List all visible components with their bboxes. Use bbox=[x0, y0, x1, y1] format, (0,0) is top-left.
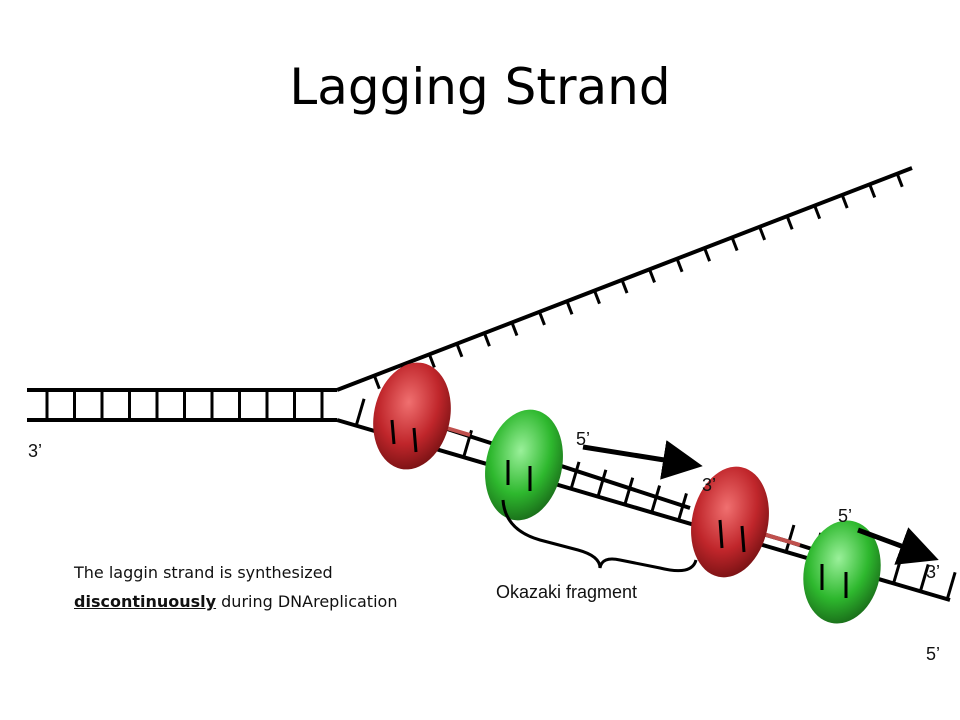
lower-strand-tick bbox=[918, 564, 930, 592]
lower-strand-tick bbox=[569, 461, 581, 490]
label-5prime-mid: 5’ bbox=[838, 506, 853, 526]
upper-strand-tick bbox=[538, 311, 546, 326]
okazaki-fragment-label: Okazaki fragment bbox=[496, 582, 638, 602]
upper-strand-tick bbox=[565, 300, 574, 315]
primase-green-2 bbox=[803, 520, 881, 624]
slide-title: Lagging Strand bbox=[289, 58, 671, 116]
caption-line-2-rest: during DNAreplication bbox=[216, 592, 398, 611]
upper-strand-tick bbox=[785, 215, 794, 230]
okazaki-brace bbox=[501, 499, 698, 573]
upper-strand-tick bbox=[895, 173, 904, 188]
enzyme-rung bbox=[740, 525, 746, 553]
polymerase-red-2 bbox=[691, 466, 769, 578]
label-3prime-right: 3’ bbox=[926, 562, 941, 582]
synthesis-arrow-2 bbox=[857, 527, 939, 565]
upper-strand-tick bbox=[730, 236, 739, 252]
caption-emphasis: discontinuously bbox=[74, 592, 217, 611]
upper-strand-tick bbox=[427, 353, 436, 368]
upper-strand-tick bbox=[455, 343, 464, 358]
upper-template-strand bbox=[336, 166, 913, 392]
lower-strand-tick bbox=[596, 469, 608, 498]
enzyme-rung bbox=[390, 419, 396, 445]
label-3prime-mid: 3’ bbox=[702, 475, 717, 495]
lower-strand-tick bbox=[354, 398, 366, 427]
lower-strand-tick bbox=[945, 571, 957, 600]
upper-strand-tick bbox=[593, 290, 601, 305]
upper-strand-tick bbox=[372, 375, 381, 390]
upper-strand-tick bbox=[703, 247, 711, 262]
upper-strand-tick bbox=[510, 321, 519, 337]
label-5prime-top: 5’ bbox=[576, 429, 591, 449]
label-5prime-bottom: 5’ bbox=[926, 644, 941, 664]
upper-strand-tick bbox=[648, 268, 656, 283]
upper-strand-tick bbox=[840, 194, 849, 209]
lower-strand-tick bbox=[650, 485, 662, 513]
upper-strand-tick bbox=[482, 332, 491, 347]
caption-line-2: discontinuously during DNAreplication bbox=[74, 587, 397, 616]
lower-strand-tick bbox=[892, 556, 903, 584]
upper-strand-tick bbox=[813, 205, 822, 220]
upper-strand-tick bbox=[675, 258, 684, 273]
enzyme-rung bbox=[718, 519, 724, 549]
upper-strand-tick bbox=[868, 183, 877, 198]
lower-strand-tick bbox=[623, 477, 635, 505]
caption: The laggin strand is synthesized discont… bbox=[74, 558, 397, 616]
caption-line-1: The laggin strand is synthesized bbox=[74, 563, 333, 582]
enzyme-rung bbox=[412, 427, 418, 453]
upper-strand-tick bbox=[758, 226, 767, 241]
synthesis-arrow-1 bbox=[582, 440, 703, 480]
parental-duplex bbox=[27, 388, 337, 422]
primase-green-1 bbox=[485, 409, 563, 521]
lower-strand-tick bbox=[784, 524, 796, 553]
upper-strand-tick bbox=[620, 279, 629, 294]
label-3prime-left: 3’ bbox=[28, 441, 43, 461]
